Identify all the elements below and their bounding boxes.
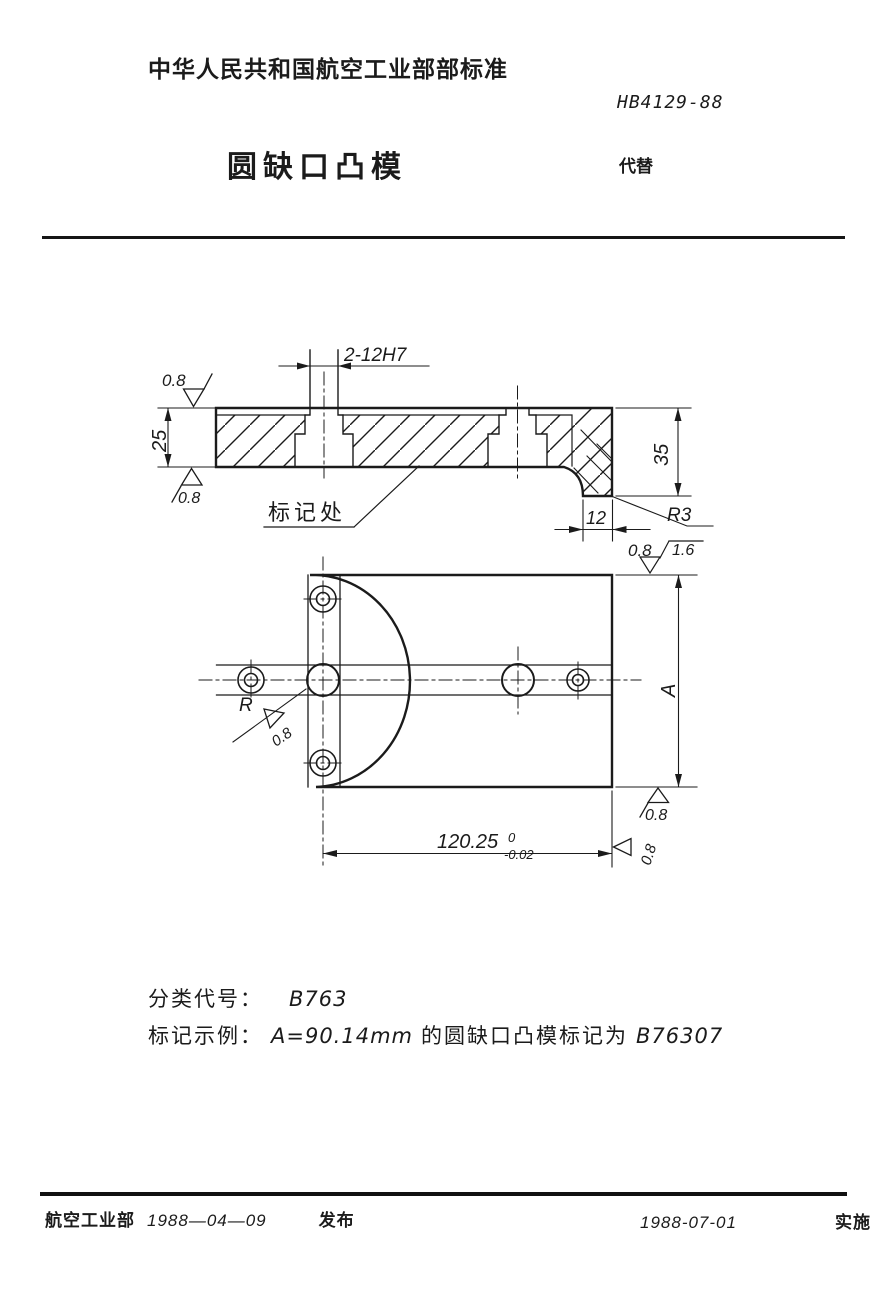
marking-location-note: 标记处	[263, 465, 420, 528]
standard-org-title: 中华人民共和国航空工业部部标准	[148, 56, 508, 82]
roughness-value: 0.8	[162, 371, 186, 390]
roughness-value: 0.8	[645, 807, 667, 824]
dim-length-tol-lower: -0.02	[504, 847, 534, 862]
document-title: 圆缺口凸模	[227, 151, 407, 184]
issuer-name: 航空工业部	[45, 1211, 135, 1230]
counterbore-hole-right	[487, 385, 548, 479]
header-rule	[42, 236, 845, 239]
classification-label: 分类代号：	[148, 988, 263, 1011]
marking-example-note: 标记示例： A=90.14mm 的圆缺口凸模标记为 B76307	[148, 1020, 723, 1050]
marking-example-label: 标记示例：	[148, 1025, 263, 1048]
plan-centerlines	[198, 556, 642, 867]
standard-number: HB4129-88	[617, 92, 724, 113]
fillet-radius-label: R3	[667, 505, 692, 526]
implementation-label: 实施	[834, 1213, 871, 1232]
footer-implementation: 1988-07-01 实施	[640, 1208, 871, 1233]
roughness-bottom-right: 0.8	[639, 786, 670, 824]
roughness-value: 0.8	[628, 541, 652, 560]
dim-width-A: A	[615, 574, 698, 788]
screw-hole-top	[309, 585, 337, 613]
marking-example-text: 的圆缺口凸模标记为	[421, 1025, 628, 1048]
screw-hole-bottom	[309, 749, 337, 777]
roughness-value: 0.8	[638, 842, 661, 868]
footer-rule	[40, 1192, 847, 1196]
dim-holes-callout: 2-12H7	[278, 345, 430, 370]
dowel-hole-right	[501, 663, 535, 697]
roughness-length-end: 0.8	[612, 837, 661, 868]
section-inner-lines	[215, 414, 573, 467]
implementation-date: 1988-07-01	[640, 1213, 737, 1232]
dim-thickness-25: 25	[149, 407, 217, 468]
screw-hole-right	[566, 668, 590, 692]
dim-holes-label: 2-12H7	[343, 345, 408, 366]
classification-note: 分类代号： B763	[148, 983, 348, 1013]
classification-code: B763	[289, 987, 348, 1011]
marking-location-label: 标记处	[268, 500, 346, 525]
section-outline	[214, 406, 614, 498]
replaces-label: 代替	[619, 157, 653, 176]
dim-width-label: A	[658, 684, 680, 698]
issue-label: 发布	[318, 1211, 355, 1230]
roughness-top-left: 0.8	[162, 371, 213, 408]
plan-view: R 0.8 A 0.8 120.25 0 -0.02	[198, 556, 698, 868]
roughness-value: 0.8	[178, 490, 200, 507]
dim-step-width-label: 12	[586, 508, 606, 528]
roughness-bottom-left: 0.8	[171, 467, 204, 507]
section-view: 2-12H7 25 0.8 0.8 标记处	[149, 345, 714, 575]
roughness-value: 0.8	[269, 724, 296, 750]
dim-boss-height-35: 35	[615, 407, 692, 497]
dim-length-tol-upper: 0	[508, 830, 516, 845]
radius-label: R	[239, 695, 253, 716]
issue-date: 1988—04—09	[147, 1211, 267, 1230]
section-cross-hatch	[573, 429, 613, 494]
plan-outline	[309, 573, 614, 789]
marking-example-code: B76307	[636, 1024, 724, 1048]
dim-length-label: 120.25	[437, 831, 499, 853]
section-hatch-fill	[216, 408, 612, 496]
radius-callout: R 0.8	[232, 688, 307, 750]
technical-drawing: 2-12H7 25 0.8 0.8 标记处	[149, 345, 714, 868]
roughness-value-alt: 1.6	[672, 542, 694, 559]
dim-thickness-label: 25	[149, 429, 171, 453]
marking-example-dim: A=90.14mm	[271, 1024, 413, 1048]
dim-step-width-12: 12	[554, 499, 651, 542]
counterbore-hole-left	[294, 349, 354, 479]
footer-issue: 航空工业部 1988—04—09 发布	[45, 1206, 355, 1231]
dim-length-120-25: 120.25 0 -0.02	[322, 790, 613, 868]
plan-slot-lines	[215, 574, 613, 788]
screw-hole-left	[237, 666, 265, 694]
fillet-radius-callout: R3	[610, 495, 714, 527]
dowel-hole-center	[306, 663, 340, 697]
dim-boss-height-label: 35	[651, 443, 673, 466]
roughness-step-face: 0.8 1.6	[628, 540, 704, 575]
